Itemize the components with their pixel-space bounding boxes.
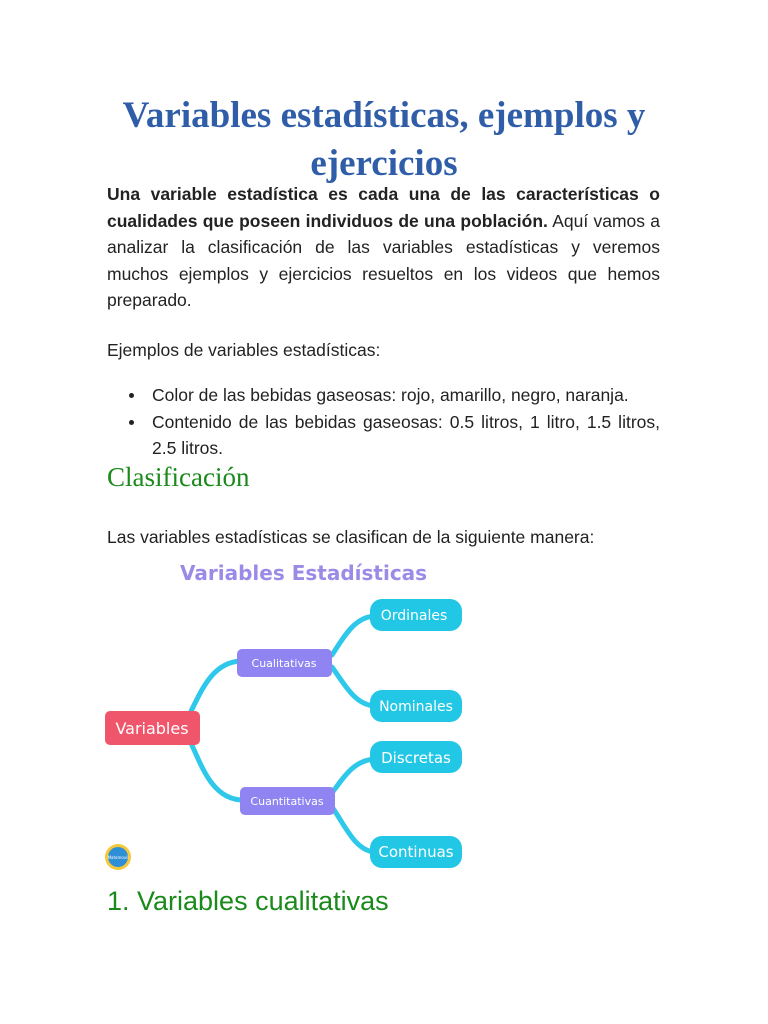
- branch-node-box: [237, 649, 332, 677]
- intro-definition: Una variable estadística es cada una de …: [107, 184, 660, 231]
- branch-node-label: Cuantitativas: [250, 795, 323, 808]
- classification-intro: Las variables estadísticas se clasifican…: [107, 527, 595, 547]
- list-item: Color de las bebidas gaseosas: rojo, ama…: [107, 382, 660, 409]
- leaf-node-box: [370, 599, 462, 631]
- root-node-label: Variables: [115, 719, 188, 738]
- section-heading-clasificacion: Clasificación: [107, 462, 250, 492]
- examples-list: Color de las bebidas gaseosas: rojo, ama…: [107, 382, 660, 462]
- section-heading-variables-cualitativas: 1. Variables cualitativas: [107, 886, 389, 916]
- matemovil-logo-icon: Matemovil: [105, 844, 131, 870]
- leaf-node-box: [370, 690, 462, 722]
- document-title: Variables estadísticas, ejemplos y ejerc…: [122, 95, 646, 184]
- leaf-node-box: [370, 741, 462, 773]
- leaf-node-label: Ordinales: [381, 608, 448, 624]
- connector-cualitativas-nominales: [329, 664, 378, 709]
- leaf-node-label: Discretas: [381, 749, 451, 767]
- branch-node-box: [240, 787, 335, 815]
- connector-root-cuantitativas: [185, 734, 246, 803]
- list-item: Contenido de las bebidas gaseosas: 0.5 l…: [107, 409, 660, 462]
- connector-root-cualitativas: [185, 658, 243, 720]
- connector-cuantitativas-continuas: [329, 804, 378, 855]
- examples-label: Ejemplos de variables estadísticas:: [107, 340, 381, 360]
- intro-text: Aquí vamos a analizar la clasificación d…: [107, 210, 661, 311]
- connector-cualitativas-ordinales: [329, 613, 378, 658]
- classification-diagram: Variables Estadísticas Variables Cualita…: [105, 561, 462, 870]
- branch-node-label: Cualitativas: [252, 657, 317, 670]
- leaf-node-label: Continuas: [378, 843, 453, 861]
- connector-cuantitativas-discretas: [329, 756, 378, 796]
- diagram-title: Variables Estadísticas: [180, 561, 427, 585]
- leaf-node-label: Nominales: [379, 699, 453, 715]
- leaf-node-box: [370, 836, 462, 868]
- intro-paragraph: Una variable estadística es cada una de …: [107, 181, 660, 314]
- logo-text: Matemovil: [108, 855, 129, 860]
- root-node-box: [105, 711, 200, 745]
